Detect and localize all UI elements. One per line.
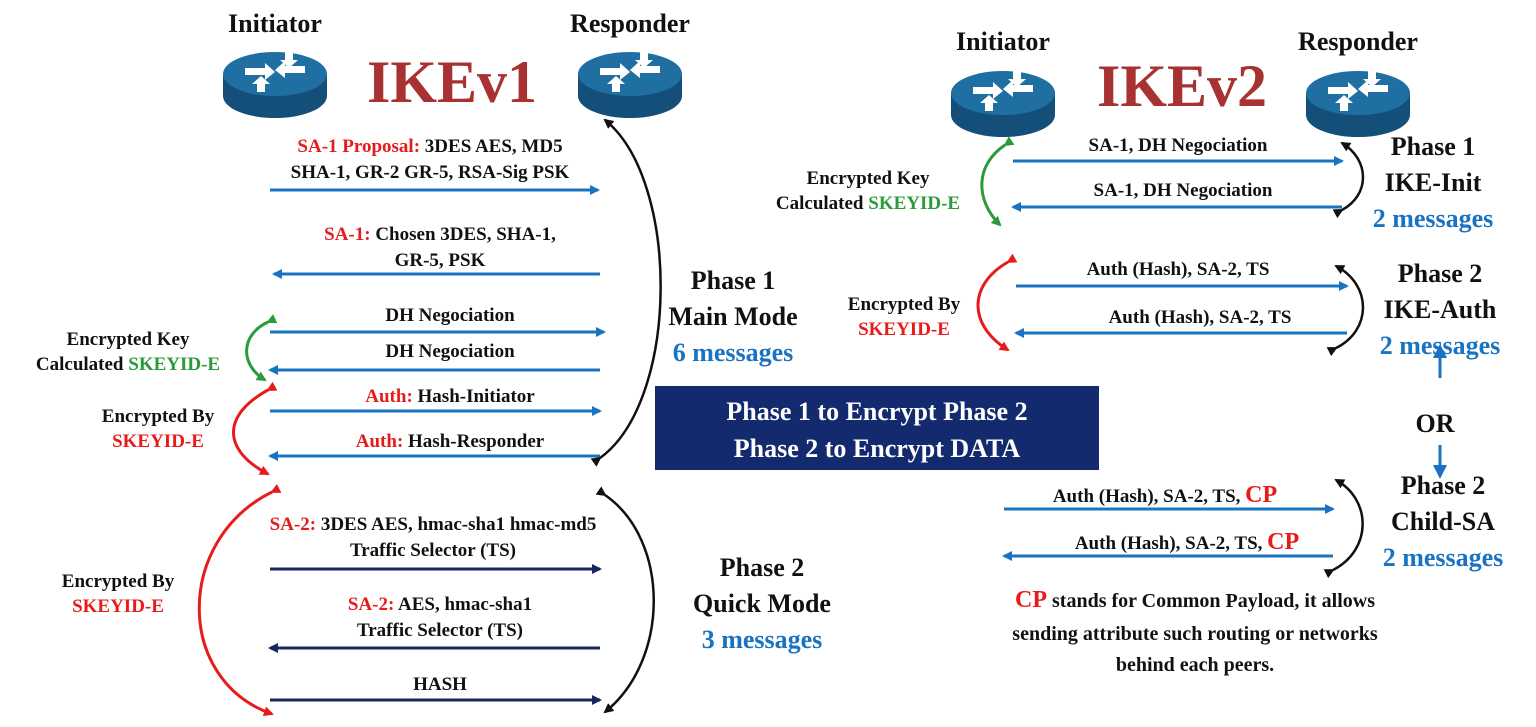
ikev2-msg6: Auth (Hash), SA-2, TS, CP (1075, 529, 1299, 555)
ikev2-phase2a-mode: IKE-Auth (1384, 295, 1497, 324)
ikev1-msg7-line2: Traffic Selector (TS) (350, 540, 516, 561)
ikev1-enc-by2-line2: SKEYID-E (72, 596, 164, 617)
ikev1-msg9: HASH (413, 674, 467, 695)
router-icon (1306, 71, 1410, 137)
ikev2-msg1: SA-1, DH Negociation (1089, 135, 1268, 156)
ikev2-msg5: Auth (Hash), SA-2, TS, CP (1053, 482, 1277, 508)
ikev2-initiator-label: Initiator (956, 27, 1050, 56)
ikev1-msg8-line1: SA-2: AES, hmac-sha1 (348, 594, 532, 615)
enc-by-arc (232, 381, 278, 476)
ikev2-phase1-count: 2 messages (1373, 204, 1494, 233)
ikev2-enc-key-arc (980, 136, 1015, 227)
ikev1-phase2-count: 3 messages (702, 625, 823, 654)
ikev2-enc-key-line1: Encrypted Key (807, 168, 930, 189)
ikev2-phase1-bracket (1332, 141, 1365, 219)
ikev1-phase1-label: Phase 1 (691, 266, 776, 295)
ikev1-msg8-line2: Traffic Selector (TS) (357, 620, 523, 641)
summary-line2: Phase 2 to Encrypt DATA (734, 434, 1021, 463)
ikev1-phase2-label: Phase 2 (720, 553, 805, 582)
cp-note-line1: CP stands for Common Payload, it allows (1015, 587, 1375, 613)
ikev2-msg3: Auth (Hash), SA-2, TS (1087, 259, 1270, 280)
ikev2-msg4: Auth (Hash), SA-2, TS (1109, 307, 1292, 328)
ikev2-msg2: SA-1, DH Negociation (1094, 180, 1273, 201)
ikev1-phase1-count: 6 messages (673, 338, 794, 367)
ikev1-initiator-label: Initiator (228, 9, 322, 38)
ikev1-msg6: Auth: Hash-Responder (356, 431, 545, 452)
summary-box (655, 386, 1099, 470)
ikev1-enc-by2-line1: Encrypted By (62, 571, 175, 592)
ikev2-enc-by-arc (976, 253, 1018, 352)
router-icon (951, 71, 1055, 137)
enc-by-arc-2 (197, 483, 282, 717)
ikev1-phase2-mode: Quick Mode (693, 589, 831, 618)
ikev1-responder-label: Responder (570, 9, 690, 38)
ikev1-msg3: DH Negociation (385, 305, 515, 326)
ikev2-child-bracket (1323, 478, 1364, 579)
ikev2-enc-by-line2: SKEYID-E (858, 319, 950, 340)
enc-key-arc (245, 314, 278, 382)
ikev2-phase2b-mode: Child-SA (1391, 507, 1495, 536)
ikev2-enc-by-line1: Encrypted By (848, 294, 961, 315)
ikev2-title: IKEv2 (1097, 53, 1267, 119)
ikev1-enc-key-line2: Calculated SKEYID-E (36, 354, 220, 375)
ikev1-msg1-line1: SA-1 Proposal: 3DES AES, MD5 (297, 136, 562, 157)
ikev2-phase1-label: Phase 1 (1391, 132, 1476, 161)
ikev1-title: IKEv1 (367, 49, 537, 115)
cp-note-line2: sending attribute such routing or networ… (1012, 623, 1378, 645)
ikev1-msg2-line2: GR-5, PSK (395, 250, 486, 271)
or-label: OR (1416, 409, 1455, 438)
ikev2-phase1-mode: IKE-Init (1385, 168, 1482, 197)
summary-line1: Phase 1 to Encrypt Phase 2 (726, 397, 1027, 426)
ikev1-phase1-mode: Main Mode (668, 302, 797, 331)
ikev1-msg7-line1: SA-2: 3DES AES, hmac-sha1 hmac-md5 (270, 514, 597, 535)
router-icon (578, 52, 682, 118)
ikev2-phase2a-label: Phase 2 (1398, 259, 1483, 288)
ikev1-msg5: Auth: Hash-Initiator (365, 386, 535, 407)
ikev1-enc-by-line2: SKEYID-E (112, 431, 204, 452)
ikev2-phase2b-count: 2 messages (1383, 543, 1504, 572)
ikev2-enc-key-line2: Calculated SKEYID-E (776, 193, 960, 214)
phase1-bracket-arrow (590, 118, 662, 467)
ikev2-phase2b-label: Phase 2 (1401, 471, 1486, 500)
ikev1-msg1-line2: SHA-1, GR-2 GR-5, RSA-Sig PSK (291, 162, 570, 183)
ikev1-enc-by-line1: Encrypted By (102, 406, 215, 427)
ikev1-msg2-line1: SA-1: Chosen 3DES, SHA-1, (324, 224, 556, 245)
ikev2-phase2-bracket (1326, 264, 1365, 357)
phase2-bracket-arrow (595, 486, 655, 714)
ikev1-msg4: DH Negociation (385, 341, 515, 362)
ikev1-enc-key-line1: Encrypted Key (67, 329, 190, 350)
cp-note-line3: behind each peers. (1116, 654, 1274, 676)
router-icon (223, 52, 327, 118)
ikev2-responder-label: Responder (1298, 27, 1418, 56)
